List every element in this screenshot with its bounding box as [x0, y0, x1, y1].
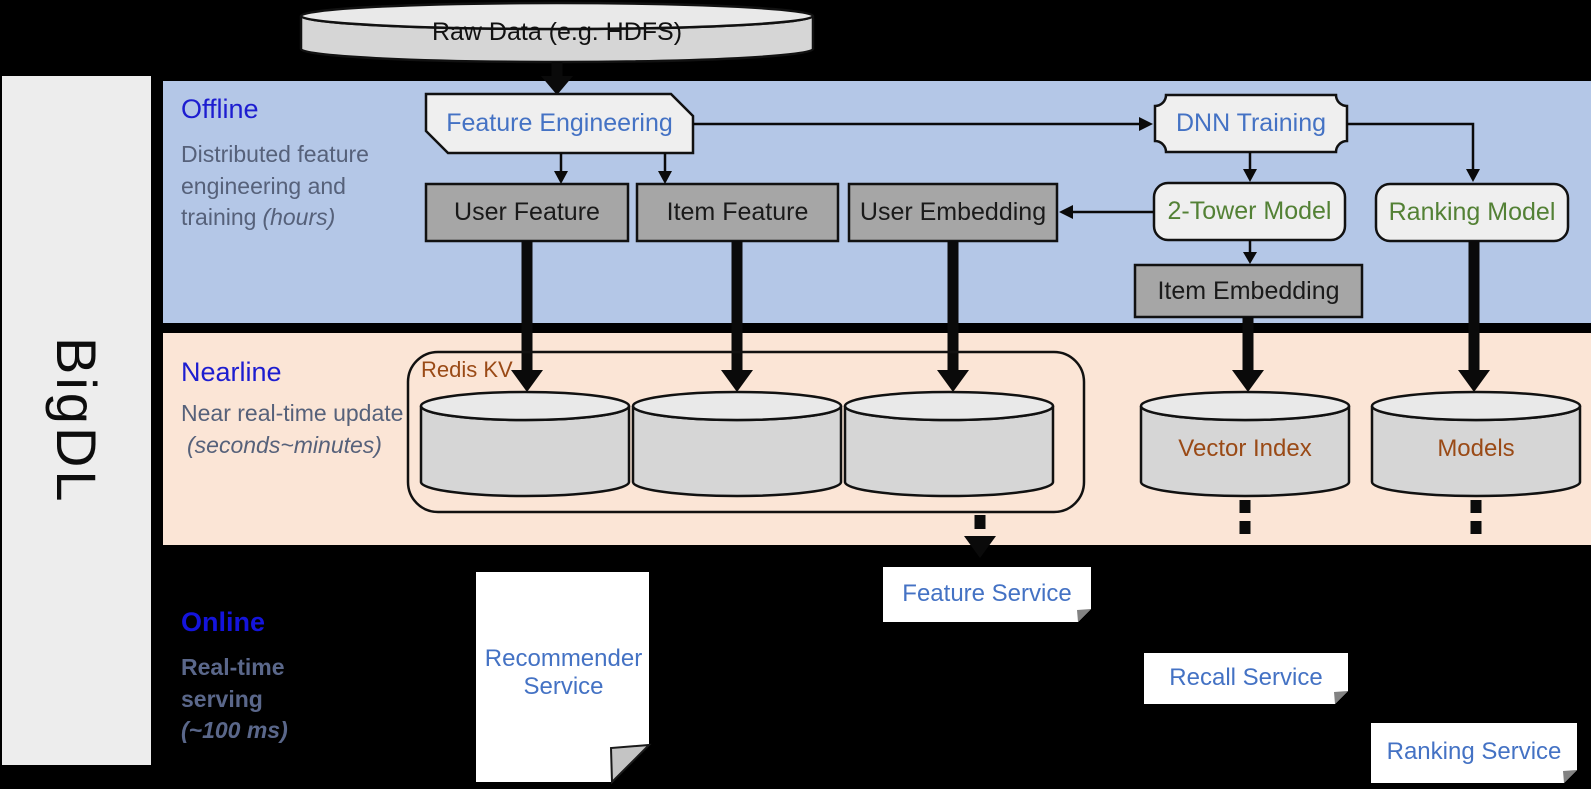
arrow-item-embedding-to-vector-index	[1232, 317, 1264, 392]
ranking-service-shape	[1371, 723, 1577, 783]
item-feature-shape	[635, 182, 840, 243]
raw-data-cylinder	[299, 1, 815, 64]
arrow-item-feature-to-store	[721, 241, 753, 392]
redis-cylinder-1	[419, 390, 631, 498]
feature-engineering-label: Feature Engineering	[446, 109, 673, 138]
raw-data-label: Raw Data (e.g. HDFS)	[431, 17, 683, 46]
offline-section-subtitle: Distributed feature engineering and trai…	[181, 139, 377, 234]
feature-service-shape	[883, 567, 1091, 622]
user-feature-label: User Feature	[454, 198, 600, 227]
brand-vertical-label: BigDL	[45, 336, 108, 505]
models-cylinder	[1370, 390, 1582, 498]
feature-engineering-shape	[424, 92, 695, 155]
arrow-fe-to-dnn-training	[693, 117, 1153, 131]
vector-index-cylinder	[1139, 390, 1351, 498]
two-tower-model-label: 2-Tower Model	[1167, 197, 1332, 226]
redis-cylinder-2	[631, 390, 843, 498]
arrow-fe-to-user-feature	[554, 153, 568, 184]
offline-section-title: Offline	[181, 94, 259, 124]
arrow-two-tower-to-item-embedding	[1243, 240, 1257, 264]
arrow-ranking-model-to-models	[1458, 241, 1490, 392]
redis-kv-label: Redis KV	[421, 357, 513, 383]
dashed-arrow-redis-to-feature-service	[964, 515, 996, 558]
offline-subtitle-note: (hours)	[262, 204, 336, 231]
brand-sidebar: BigDL	[2, 76, 151, 765]
item-embedding-label: Item Embedding	[1157, 276, 1340, 305]
item-embedding-shape	[1133, 263, 1364, 319]
nearline-subtitle-note: (seconds~minutes)	[187, 431, 382, 458]
recall-service-label: Recall Service	[1169, 663, 1323, 691]
item-feature-label: Item Feature	[666, 198, 809, 227]
arrow-user-feature-to-store	[511, 241, 543, 392]
ranking-model-label: Ranking Model	[1388, 198, 1556, 227]
online-section-subtitle: Real-time serving (~100 ms)	[181, 652, 331, 747]
arrow-fe-to-item-feature	[658, 153, 672, 184]
recall-service-shape	[1144, 653, 1348, 704]
redis-cylinder-3	[843, 390, 1055, 498]
online-section-title: Online	[181, 607, 266, 637]
vector-index-label: Vector Index	[1178, 435, 1312, 463]
dnn-training-shape	[1153, 93, 1349, 154]
arrow-dnn-to-two-tower	[1243, 152, 1257, 182]
arrow-rawdata-to-feature-engineering	[541, 62, 573, 95]
redis-kv-container	[406, 350, 1086, 514]
nearline-section-title: Nearline	[181, 357, 282, 387]
offline-subtitle-text: Distributed feature engineering and trai…	[181, 141, 369, 231]
nearline-subtitle-text: Near real-time update	[181, 400, 404, 426]
feature-service-label: Feature Service	[902, 579, 1072, 607]
dashed-link-vector-index-to-recall	[1239, 500, 1251, 534]
user-embedding-label: User Embedding	[859, 198, 1047, 227]
arrow-user-embedding-to-store	[937, 241, 969, 392]
arrow-dnn-to-ranking-model	[1347, 122, 1480, 182]
nearline-section-subtitle: Near real-time update (seconds~minutes)	[181, 398, 413, 461]
user-embedding-shape	[847, 182, 1059, 243]
dnn-training-label: DNN Training	[1175, 109, 1327, 138]
recommender-service-label: Recommender Service	[484, 644, 643, 700]
recommender-service-shape	[476, 572, 652, 785]
ranking-service-label: Ranking Service	[1386, 738, 1562, 766]
user-feature-shape	[424, 182, 630, 243]
online-subtitle-text: Real-time serving	[181, 654, 285, 712]
arrow-two-tower-to-user-embedding	[1059, 205, 1154, 219]
online-subtitle-note: (~100 ms)	[181, 717, 288, 744]
models-label: Models	[1437, 435, 1515, 463]
dashed-link-models-to-ranking	[1470, 500, 1482, 534]
